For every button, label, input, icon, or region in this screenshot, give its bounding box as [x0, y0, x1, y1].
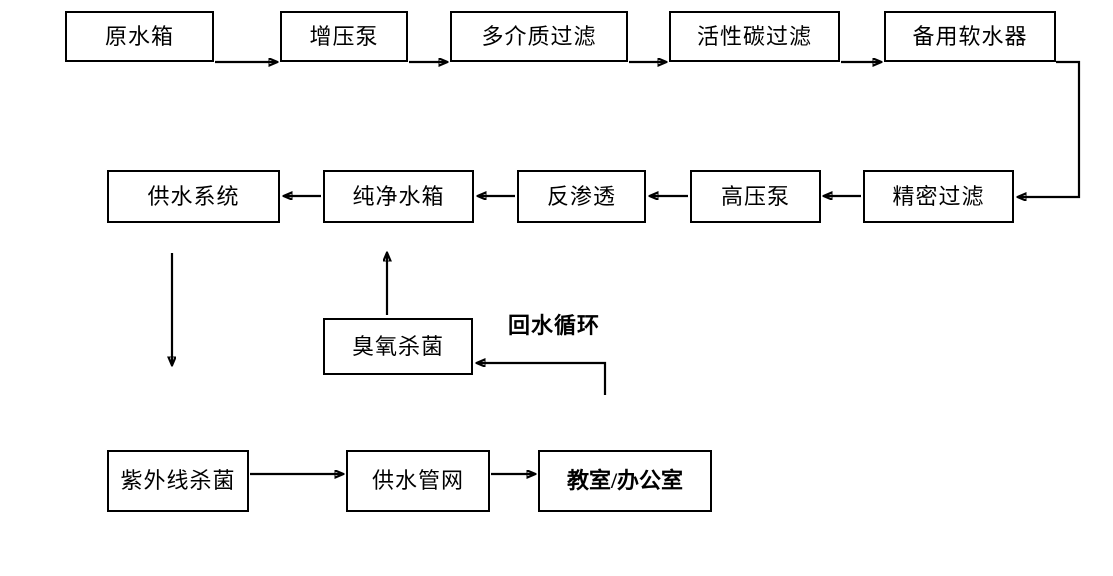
node-label: 多介质过滤: [481, 23, 597, 49]
node-ozone-sterilizer[interactable]: 臭氧杀菌: [323, 318, 473, 375]
node-reverse-osmosis[interactable]: 反渗透: [517, 170, 646, 223]
node-precision-filter[interactable]: 精密过滤: [863, 170, 1014, 223]
node-label: 精密过滤: [892, 183, 985, 209]
node-activated-carbon-filter[interactable]: 活性碳过滤: [669, 11, 840, 62]
node-label: 高压泵: [720, 183, 790, 209]
node-label: 紫外线杀菌: [120, 468, 236, 493]
node-label: 臭氧杀菌: [351, 333, 444, 359]
node-pure-water-tank[interactable]: 纯净水箱: [323, 170, 474, 223]
node-raw-water-tank[interactable]: 原水箱: [65, 11, 214, 62]
node-label: 教室/办公室: [566, 468, 684, 493]
node-label: 备用软水器: [912, 23, 1028, 49]
node-supply-pipe-network[interactable]: 供水管网: [346, 450, 490, 512]
node-label: 供水管网: [371, 468, 464, 493]
node-uv-sterilizer[interactable]: 紫外线杀菌: [107, 450, 249, 512]
node-multimedia-filter[interactable]: 多介质过滤: [450, 11, 628, 62]
node-label: 活性碳过滤: [696, 23, 812, 49]
node-backup-softener[interactable]: 备用软水器: [884, 11, 1056, 62]
node-label: 供水系统: [147, 183, 240, 209]
node-high-pressure-pump[interactable]: 高压泵: [690, 170, 821, 223]
node-label: 增压泵: [309, 23, 379, 49]
edge-softener-to-precision: [1018, 60, 1081, 197]
node-water-supply-system[interactable]: 供水系统: [107, 170, 280, 223]
node-booster-pump[interactable]: 增压泵: [280, 11, 408, 62]
label-return-water-loop: 回水循环: [508, 313, 601, 338]
node-label: 原水箱: [104, 23, 174, 49]
edge-return-water-loop: [477, 363, 607, 395]
node-label: 反渗透: [546, 183, 616, 209]
node-label: 纯净水箱: [352, 183, 445, 209]
node-classroom-office[interactable]: 教室/办公室: [538, 450, 712, 512]
